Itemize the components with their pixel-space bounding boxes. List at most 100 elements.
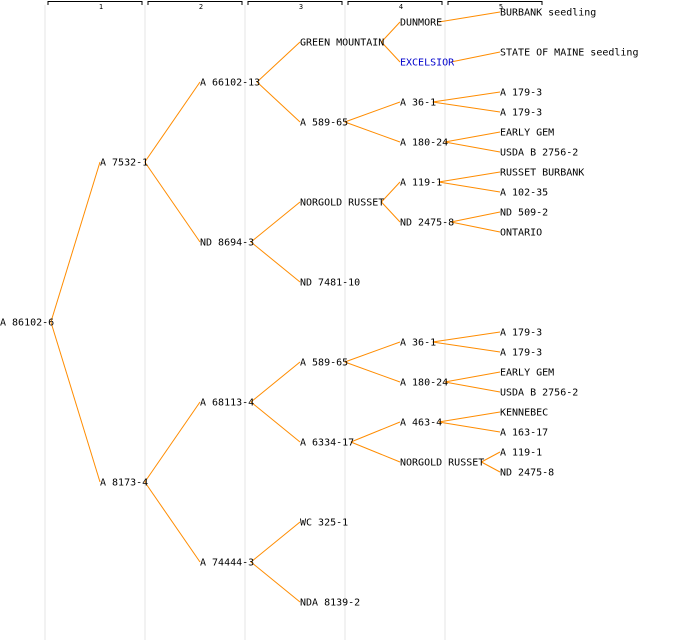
pedigree-edge bbox=[250, 561, 301, 603]
pedigree-node-label[interactable]: A 119-1 bbox=[500, 448, 542, 459]
pedigree-edge bbox=[438, 421, 501, 433]
pedigree-edge bbox=[144, 401, 201, 483]
pedigree-edge bbox=[381, 181, 401, 203]
pedigree-node-label[interactable]: A 6334-17 bbox=[300, 438, 354, 449]
pedigree-node-label[interactable]: A 179-3 bbox=[500, 108, 542, 119]
pedigree-node-label[interactable]: A 163-17 bbox=[500, 428, 548, 439]
generation-bracket bbox=[447, 1, 543, 5]
pedigree-edge bbox=[450, 221, 501, 233]
pedigree-edge bbox=[381, 41, 401, 63]
pedigree-node-label[interactable]: EXCELSIOR bbox=[400, 58, 455, 69]
pedigree-node-label[interactable]: A 7532-1 bbox=[100, 158, 148, 169]
pedigree-edge bbox=[344, 341, 401, 363]
pedigree-edge bbox=[444, 371, 501, 383]
pedigree-edge bbox=[450, 51, 501, 63]
pedigree-edge bbox=[350, 441, 401, 463]
pedigree-edge bbox=[432, 91, 501, 103]
pedigree-node-label[interactable]: A 179-3 bbox=[500, 348, 542, 359]
pedigree-node-label[interactable]: NDA 8139-2 bbox=[300, 598, 360, 609]
pedigree-edge bbox=[256, 41, 301, 83]
pedigree-node-label[interactable]: ND 8694-3 bbox=[200, 238, 254, 249]
pedigree-edge bbox=[438, 411, 501, 423]
pedigree-edge bbox=[481, 451, 501, 463]
pedigree-node-label[interactable]: RUSSET BURBANK bbox=[500, 168, 584, 179]
pedigree-edge bbox=[344, 101, 401, 123]
pedigree-node-label[interactable]: A 74444-3 bbox=[200, 558, 254, 569]
pedigree-node-label[interactable]: STATE OF MAINE seedling bbox=[500, 48, 638, 59]
pedigree-node-label[interactable]: BURBANK seedling bbox=[500, 8, 596, 19]
pedigree-edge bbox=[350, 421, 401, 443]
pedigree-edge bbox=[438, 181, 501, 193]
pedigree-node-label[interactable]: A 589-65 bbox=[300, 118, 348, 129]
pedigree-edge bbox=[438, 11, 501, 23]
pedigree-edge bbox=[381, 21, 401, 43]
pedigree-edge bbox=[250, 241, 301, 283]
pedigree-node-label[interactable]: NORGOLD RUSSET bbox=[400, 458, 484, 469]
pedigree-node-label[interactable]: EARLY GEM bbox=[500, 128, 554, 139]
pedigree-node-label[interactable]: A 180-24 bbox=[400, 138, 448, 149]
pedigree-edge bbox=[344, 361, 401, 383]
pedigree-node-label[interactable]: A 102-35 bbox=[500, 188, 548, 199]
generation-number: 3 bbox=[299, 3, 303, 11]
pedigree-edge bbox=[250, 401, 301, 443]
pedigree-edge bbox=[50, 161, 101, 323]
pedigree-node-label[interactable]: KENNEBEC bbox=[500, 408, 548, 419]
pedigree-edge bbox=[381, 201, 401, 223]
pedigree-edge bbox=[432, 341, 501, 353]
pedigree-edge bbox=[444, 381, 501, 393]
generation-bracket bbox=[47, 1, 143, 5]
pedigree-edges bbox=[50, 11, 501, 603]
pedigree-node-label[interactable]: A 119-1 bbox=[400, 178, 442, 189]
pedigree-edge bbox=[144, 481, 201, 563]
pedigree-node-label[interactable]: USDA B 2756-2 bbox=[500, 388, 578, 399]
generation-number: 1 bbox=[99, 3, 103, 11]
generation-grid bbox=[44, 5, 446, 640]
pedigree-node-label[interactable]: A 36-1 bbox=[400, 338, 436, 349]
pedigree-node-label[interactable]: DUNMORE bbox=[400, 18, 442, 29]
generation-number: 4 bbox=[399, 3, 403, 11]
pedigree-node-label[interactable]: A 86102-6 bbox=[0, 318, 54, 329]
generation-bracket bbox=[347, 1, 443, 5]
pedigree-node-label[interactable]: ONTARIO bbox=[500, 228, 542, 239]
pedigree-node-label[interactable]: A 463-4 bbox=[400, 418, 442, 429]
pedigree-node-label[interactable]: ND 2475-8 bbox=[400, 218, 454, 229]
pedigree-node-label[interactable]: A 179-3 bbox=[500, 88, 542, 99]
pedigree-edge bbox=[481, 461, 501, 473]
pedigree-edge bbox=[450, 211, 501, 223]
pedigree-node-label[interactable]: USDA B 2756-2 bbox=[500, 148, 578, 159]
pedigree-edge bbox=[444, 141, 501, 153]
pedigree-node-label[interactable]: WC 325-1 bbox=[300, 518, 348, 529]
pedigree-edge bbox=[50, 321, 101, 483]
pedigree-node-label[interactable]: A 589-65 bbox=[300, 358, 348, 369]
pedigree-edge bbox=[432, 101, 501, 113]
pedigree-node-label[interactable]: ND 509-2 bbox=[500, 208, 548, 219]
pedigree-node-label[interactable]: A 36-1 bbox=[400, 98, 436, 109]
generation-number: 5 bbox=[499, 3, 503, 11]
pedigree-node-label[interactable]: NORGOLD RUSSET bbox=[300, 198, 384, 209]
pedigree-edge bbox=[344, 121, 401, 143]
pedigree-labels: A 86102-6 A 7532-1 A 8173-4 A 66102-13 ND 86… bbox=[0, 8, 638, 609]
pedigree-edge bbox=[250, 521, 301, 563]
pedigree-edge bbox=[250, 201, 301, 243]
pedigree-edge bbox=[432, 331, 501, 343]
pedigree-node-label[interactable]: A 68113-4 bbox=[200, 398, 254, 409]
pedigree-node-label[interactable]: A 66102-13 bbox=[200, 78, 260, 89]
pedigree-edge bbox=[144, 81, 201, 163]
pedigree-node-label[interactable]: ND 7481-10 bbox=[300, 278, 360, 289]
generation-bracket bbox=[247, 1, 343, 5]
pedigree-node-label[interactable]: A 179-3 bbox=[500, 328, 542, 339]
pedigree-node-label[interactable]: A 8173-4 bbox=[100, 478, 148, 489]
pedigree-node-label[interactable]: GREEN MOUNTAIN bbox=[300, 38, 384, 49]
generation-bracket bbox=[147, 1, 243, 5]
pedigree-edge bbox=[444, 131, 501, 143]
pedigree-node-label[interactable]: EARLY GEM bbox=[500, 368, 554, 379]
pedigree-node-label[interactable]: ND 2475-8 bbox=[500, 468, 554, 479]
pedigree-edge bbox=[250, 361, 301, 403]
pedigree-edge bbox=[256, 81, 301, 123]
pedigree-node-label[interactable]: A 180-24 bbox=[400, 378, 448, 389]
pedigree-edge bbox=[144, 161, 201, 243]
pedigree-edge bbox=[438, 171, 501, 183]
